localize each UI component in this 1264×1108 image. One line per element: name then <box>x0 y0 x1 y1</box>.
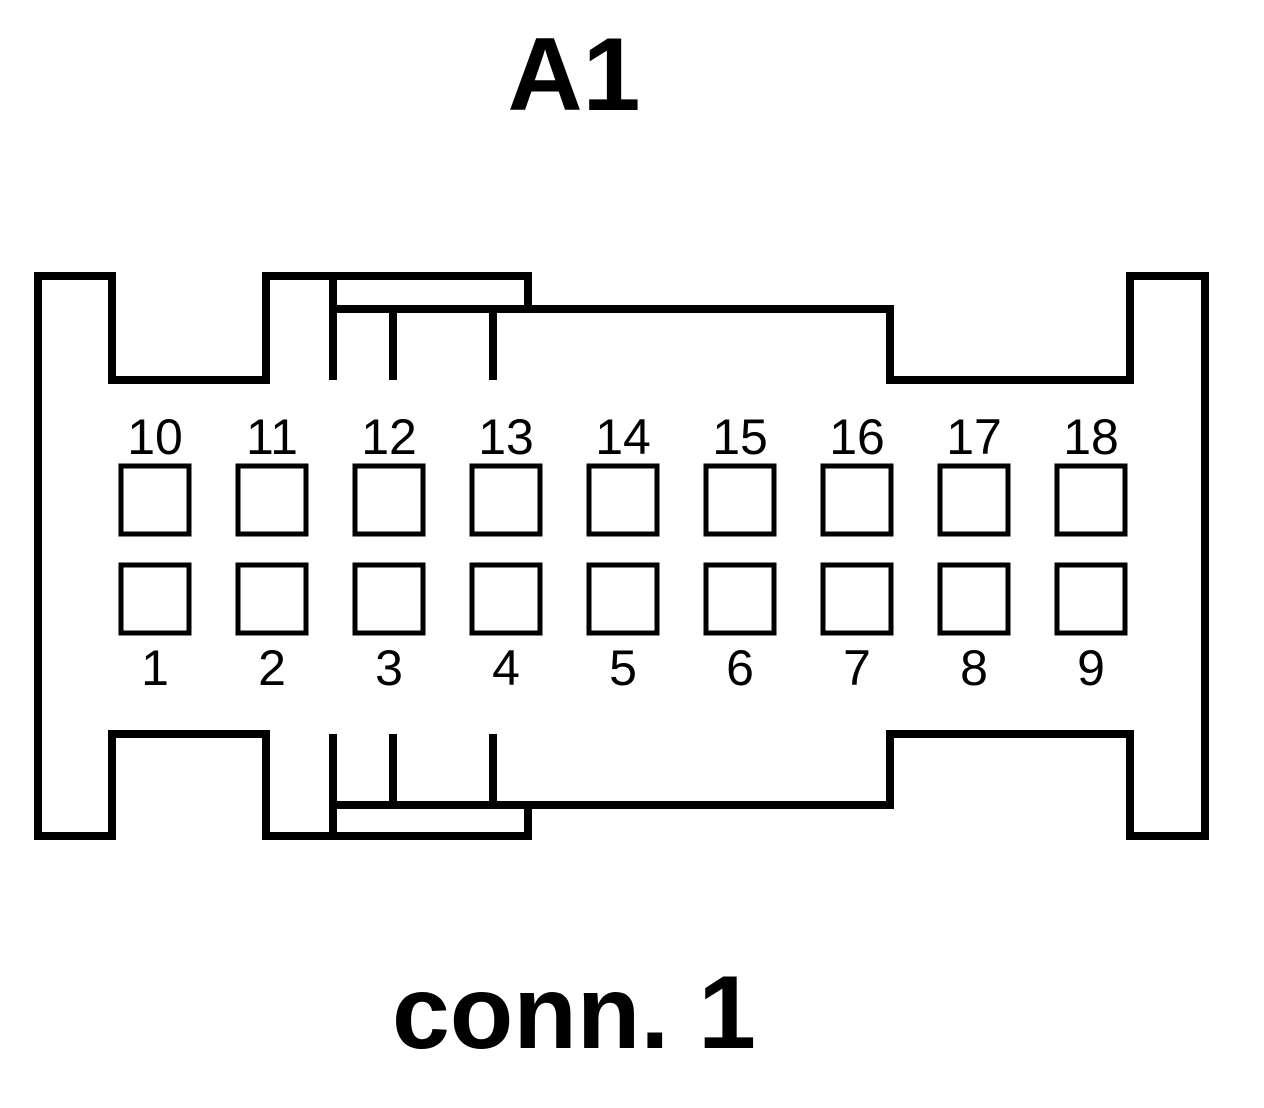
housing-outline <box>34 272 1209 840</box>
pins-top-row: 10 11 12 13 14 15 16 17 18 <box>118 409 1128 537</box>
pin-cavity-7 <box>820 562 894 636</box>
connector-title: A1 <box>508 17 641 133</box>
pin-cavity-17 <box>937 463 1011 537</box>
lower-latch <box>329 734 528 836</box>
pin-label-13: 13 <box>478 409 534 465</box>
pin-label-10: 10 <box>127 409 183 465</box>
pin-cavity-13 <box>469 463 543 537</box>
pin-cavity-1 <box>118 562 192 636</box>
pin-label-2: 2 <box>258 640 286 696</box>
pin-cavity-4 <box>469 562 543 636</box>
pin-label-3: 3 <box>375 640 403 696</box>
pin-cavity-5 <box>586 562 660 636</box>
upper-latch <box>329 276 528 380</box>
pin-cavity-6 <box>703 562 777 636</box>
pin-cavity-2 <box>235 562 309 636</box>
pin-cavity-12 <box>352 463 426 537</box>
pin-cavity-8 <box>937 562 1011 636</box>
pin-label-14: 14 <box>595 409 651 465</box>
pin-label-5: 5 <box>609 640 637 696</box>
connector-caption: conn. 1 <box>392 955 756 1071</box>
pin-label-15: 15 <box>712 409 768 465</box>
pin-cavity-3 <box>352 562 426 636</box>
pin-label-7: 7 <box>843 640 871 696</box>
pin-label-18: 18 <box>1063 409 1119 465</box>
pin-label-16: 16 <box>829 409 885 465</box>
pin-cavity-18 <box>1054 463 1128 537</box>
pin-cavity-14 <box>586 463 660 537</box>
pin-label-11: 11 <box>246 409 298 465</box>
pin-cavity-9 <box>1054 562 1128 636</box>
pin-label-8: 8 <box>960 640 988 696</box>
pin-label-17: 17 <box>946 409 1002 465</box>
pin-label-1: 1 <box>141 640 169 696</box>
pins-bottom-row: 1 2 3 4 5 6 7 8 9 <box>118 562 1128 696</box>
pin-cavity-11 <box>235 463 309 537</box>
pin-cavity-10 <box>118 463 192 537</box>
connector-housing <box>34 272 1209 840</box>
pin-cavity-15 <box>703 463 777 537</box>
pin-label-12: 12 <box>361 409 417 465</box>
pin-label-4: 4 <box>492 640 520 696</box>
pin-cavity-16 <box>820 463 894 537</box>
pin-label-6: 6 <box>726 640 754 696</box>
pin-label-9: 9 <box>1077 640 1105 696</box>
